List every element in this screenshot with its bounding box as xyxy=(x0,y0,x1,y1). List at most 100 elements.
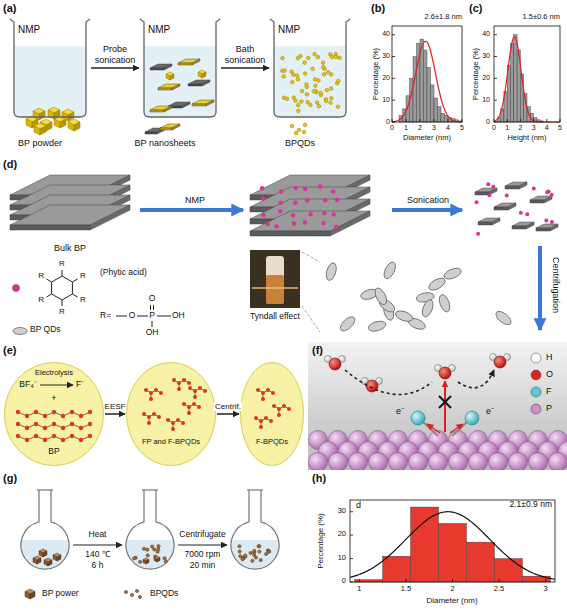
illustration-ellipse xyxy=(420,298,435,318)
illustration-polygon xyxy=(166,74,170,80)
illustration-circle xyxy=(297,128,301,132)
illustration-polygon xyxy=(494,207,508,210)
illustration-line xyxy=(350,535,353,536)
axis-tick: 0 xyxy=(390,124,394,132)
legend-text: (Phytic acid) xyxy=(100,268,147,278)
phytic-acid-exfoliation xyxy=(10,175,558,335)
illustration-circle xyxy=(313,78,317,82)
illustration-line xyxy=(392,119,393,122)
illustration-ellipse xyxy=(373,286,389,306)
illustration-circle xyxy=(277,407,281,411)
illustration-rect xyxy=(514,35,517,122)
illustration-circle xyxy=(489,453,508,471)
illustration-circle xyxy=(287,407,291,411)
illustration-line xyxy=(152,321,153,327)
illustration-path xyxy=(274,406,289,409)
arrow-label: Bath sonication xyxy=(220,44,270,65)
fluorine-passivation-model xyxy=(308,342,567,470)
illustration-circle xyxy=(258,550,261,553)
illustration-circle xyxy=(296,77,300,81)
illustration-circle xyxy=(259,425,263,429)
illustration-polygon xyxy=(530,200,544,203)
illustration-circle xyxy=(291,73,295,77)
illustration-polygon xyxy=(202,80,210,86)
beaker: NMP xyxy=(140,18,220,118)
beaker: NMP xyxy=(270,18,350,118)
illustration-circle xyxy=(146,554,149,557)
illustration-line xyxy=(434,119,435,122)
illustration-circle xyxy=(264,416,268,420)
illustration-polygon xyxy=(172,124,180,130)
illustration-circle xyxy=(187,381,191,385)
illustration-circle xyxy=(197,405,201,409)
illustration-polygon xyxy=(26,119,32,128)
illustration-polygon xyxy=(34,126,40,135)
illustration-polygon xyxy=(54,119,60,128)
illustration-circle xyxy=(322,211,326,215)
illustration-circle xyxy=(294,131,298,135)
illustration-line xyxy=(405,579,406,582)
axis-tick: 3 xyxy=(432,124,436,132)
axis-tick: 0 xyxy=(386,118,390,126)
illustration-circle xyxy=(269,419,273,423)
illustration-line xyxy=(545,579,546,582)
illustration-circle xyxy=(157,415,161,419)
illustration-circle xyxy=(150,545,153,548)
formula-text: R xyxy=(59,259,65,268)
illustration-circle xyxy=(249,551,252,554)
illustration-circle xyxy=(153,548,156,551)
illustration-circle xyxy=(303,220,307,224)
illustration-path xyxy=(168,420,183,423)
illustration-circle xyxy=(242,557,245,560)
illustration-circle xyxy=(290,80,294,84)
illustration-path xyxy=(190,388,205,391)
illustration-line xyxy=(72,294,77,297)
illustration-circle xyxy=(369,453,388,471)
illustration-circle xyxy=(316,55,320,59)
illustration-circle xyxy=(171,427,175,431)
axis-tick: 0 xyxy=(492,124,496,132)
illustration-circle xyxy=(266,388,270,392)
reaction-ellipse: BF₄⁻ElectrolysisF⁻+BP xyxy=(4,362,104,466)
illustration-circle xyxy=(52,434,56,438)
illustration-polygon xyxy=(164,64,172,70)
illustration-circle xyxy=(192,402,196,406)
process-label: Centrifugation xyxy=(551,257,561,313)
illustration-line xyxy=(37,489,53,490)
illustration-circle xyxy=(550,220,554,224)
illustration-path xyxy=(140,19,220,117)
illustration-ellipse xyxy=(427,276,447,293)
illustration-polygon xyxy=(544,196,552,203)
illustration-polygon xyxy=(512,226,526,229)
axis-tick: 40 xyxy=(382,30,390,38)
illustration-circle xyxy=(323,198,327,202)
illustration-polygon xyxy=(25,592,30,600)
process-arrow xyxy=(105,413,125,415)
formula-text: P xyxy=(149,311,155,321)
illustration-circle xyxy=(261,196,265,200)
illustration-circle xyxy=(70,422,74,426)
illustration-line xyxy=(62,270,63,276)
illustration-line xyxy=(546,119,547,122)
illustration-circle xyxy=(25,426,29,430)
illustration-circle xyxy=(319,91,323,95)
illustration-circle xyxy=(303,72,307,76)
illustration-circle xyxy=(130,593,133,596)
illustration-line xyxy=(560,119,561,122)
illustration-circle xyxy=(157,545,160,548)
illustration-line xyxy=(350,582,353,583)
illustration-circle xyxy=(302,130,306,134)
illustration-circle xyxy=(16,422,20,426)
axis-tick: 30 xyxy=(382,52,390,60)
illustration-circle xyxy=(476,232,480,236)
illustration-path xyxy=(184,404,199,407)
illustration-circle xyxy=(261,213,265,217)
illustration-circle xyxy=(318,184,322,188)
illustration-circle xyxy=(241,558,244,561)
illustration-circle xyxy=(254,556,257,559)
illustration-circle xyxy=(336,105,340,109)
illustration-circle xyxy=(79,414,83,418)
illustration-line xyxy=(62,300,63,306)
illustration-circle xyxy=(321,61,325,65)
